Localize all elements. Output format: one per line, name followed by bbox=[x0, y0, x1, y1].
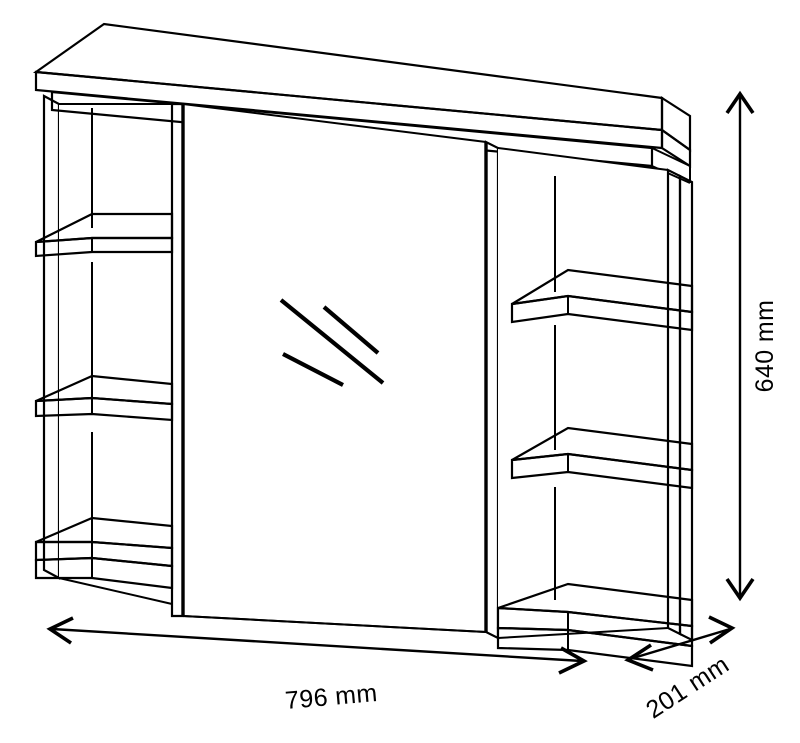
dimension-depth-line bbox=[629, 627, 731, 661]
dimension-depth-arrow-left bbox=[624, 643, 654, 672]
top-panel bbox=[32, 22, 692, 184]
left-open-bay bbox=[34, 94, 185, 618]
left-base-board bbox=[34, 516, 174, 590]
dimension-height-arrow-top bbox=[725, 90, 755, 115]
mirror-door bbox=[181, 103, 488, 633]
left-shelf-upper bbox=[34, 212, 174, 258]
mirror-streak-long bbox=[279, 298, 385, 385]
mirror-reflection-streaks bbox=[279, 298, 385, 387]
dimension-height: 640 mm bbox=[725, 90, 779, 602]
right-side-panel bbox=[666, 168, 694, 642]
mirror-streak-short-upper bbox=[322, 305, 380, 355]
right-side-panel-inner bbox=[666, 168, 682, 636]
dimension-height-arrow-bottom bbox=[725, 577, 755, 602]
dimension-width-arrow-right bbox=[558, 646, 588, 675]
right-side-panel-outer bbox=[678, 174, 694, 642]
mirror-glass bbox=[183, 104, 486, 632]
dimension-width-arrow-left bbox=[46, 616, 74, 645]
left-end-panel bbox=[42, 94, 61, 580]
right-bay-back bbox=[498, 148, 668, 638]
mirror-streak-short-lower bbox=[282, 352, 344, 387]
dimension-depth-arrow-right bbox=[708, 615, 736, 645]
right-open-bay bbox=[484, 140, 694, 668]
dimension-width-line bbox=[51, 627, 583, 663]
left-shelf-middle bbox=[34, 374, 174, 422]
top-panel-right-return bbox=[660, 95, 692, 153]
top-panel-right-return-edge bbox=[660, 127, 692, 169]
left-bay-back bbox=[59, 104, 172, 604]
left-bay-back-edges bbox=[58, 103, 173, 605]
cabinet-assembly bbox=[32, 22, 694, 668]
right-bay-divider bbox=[484, 140, 500, 640]
dimension-width-label: 796 mm bbox=[284, 679, 379, 715]
base-front-rail bbox=[182, 615, 487, 633]
right-base-board bbox=[496, 582, 694, 668]
dimension-height-label: 640 mm bbox=[751, 300, 779, 393]
